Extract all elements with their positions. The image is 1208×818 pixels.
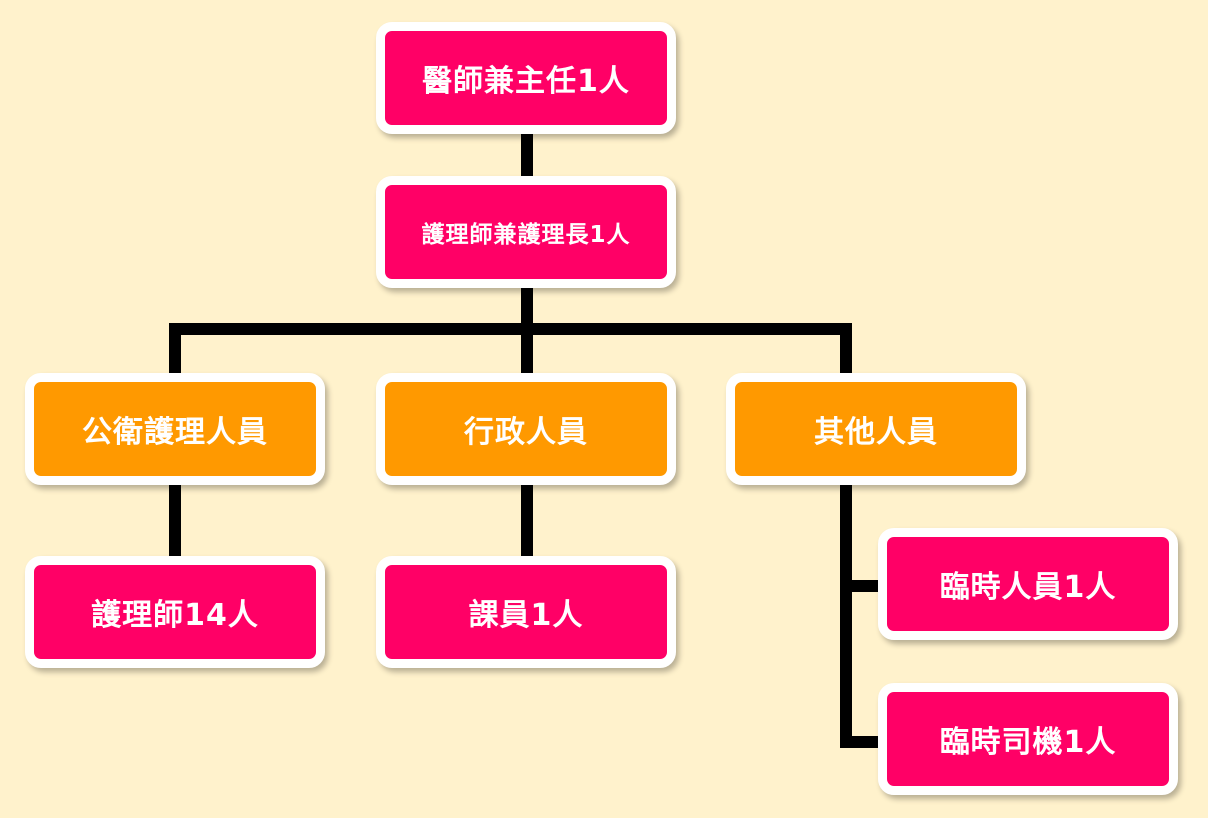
node-temp-staff: 臨時人員1人 bbox=[878, 528, 1178, 640]
connector-others-vertical bbox=[840, 480, 852, 748]
node-clerk: 課員1人 bbox=[376, 556, 676, 668]
connector-horizontal-bar bbox=[169, 323, 852, 335]
node-head-nurse: 護理師兼護理長1人 bbox=[376, 176, 676, 288]
node-temp-driver: 臨時司機1人 bbox=[878, 683, 1178, 795]
connector-director-to-head bbox=[521, 128, 533, 180]
node-administration-label: 行政人員 bbox=[464, 415, 588, 450]
node-others: 其他人員 bbox=[726, 373, 1026, 485]
node-nurses-label: 護理師14人 bbox=[91, 598, 259, 633]
connector-public-health-to-nurses bbox=[169, 480, 181, 557]
node-director-label: 醫師兼主任1人 bbox=[422, 64, 630, 99]
connector-admin-to-clerk bbox=[521, 480, 533, 557]
connector-to-temp-staff bbox=[840, 580, 880, 592]
node-public-health: 公衛護理人員 bbox=[25, 373, 325, 485]
node-temp-staff-label: 臨時人員1人 bbox=[939, 570, 1117, 605]
connector-to-others bbox=[840, 323, 852, 376]
node-clerk-label: 課員1人 bbox=[468, 598, 584, 633]
node-head-nurse-label: 護理師兼護理長1人 bbox=[421, 222, 631, 248]
node-director: 醫師兼主任1人 bbox=[376, 22, 676, 134]
node-nurses: 護理師14人 bbox=[25, 556, 325, 668]
node-public-health-label: 公衛護理人員 bbox=[82, 415, 268, 450]
node-others-label: 其他人員 bbox=[814, 415, 938, 450]
connector-to-public-health bbox=[169, 323, 181, 376]
node-administration: 行政人員 bbox=[376, 373, 676, 485]
node-temp-driver-label: 臨時司機1人 bbox=[939, 725, 1117, 760]
connector-to-temp-driver bbox=[840, 736, 880, 748]
